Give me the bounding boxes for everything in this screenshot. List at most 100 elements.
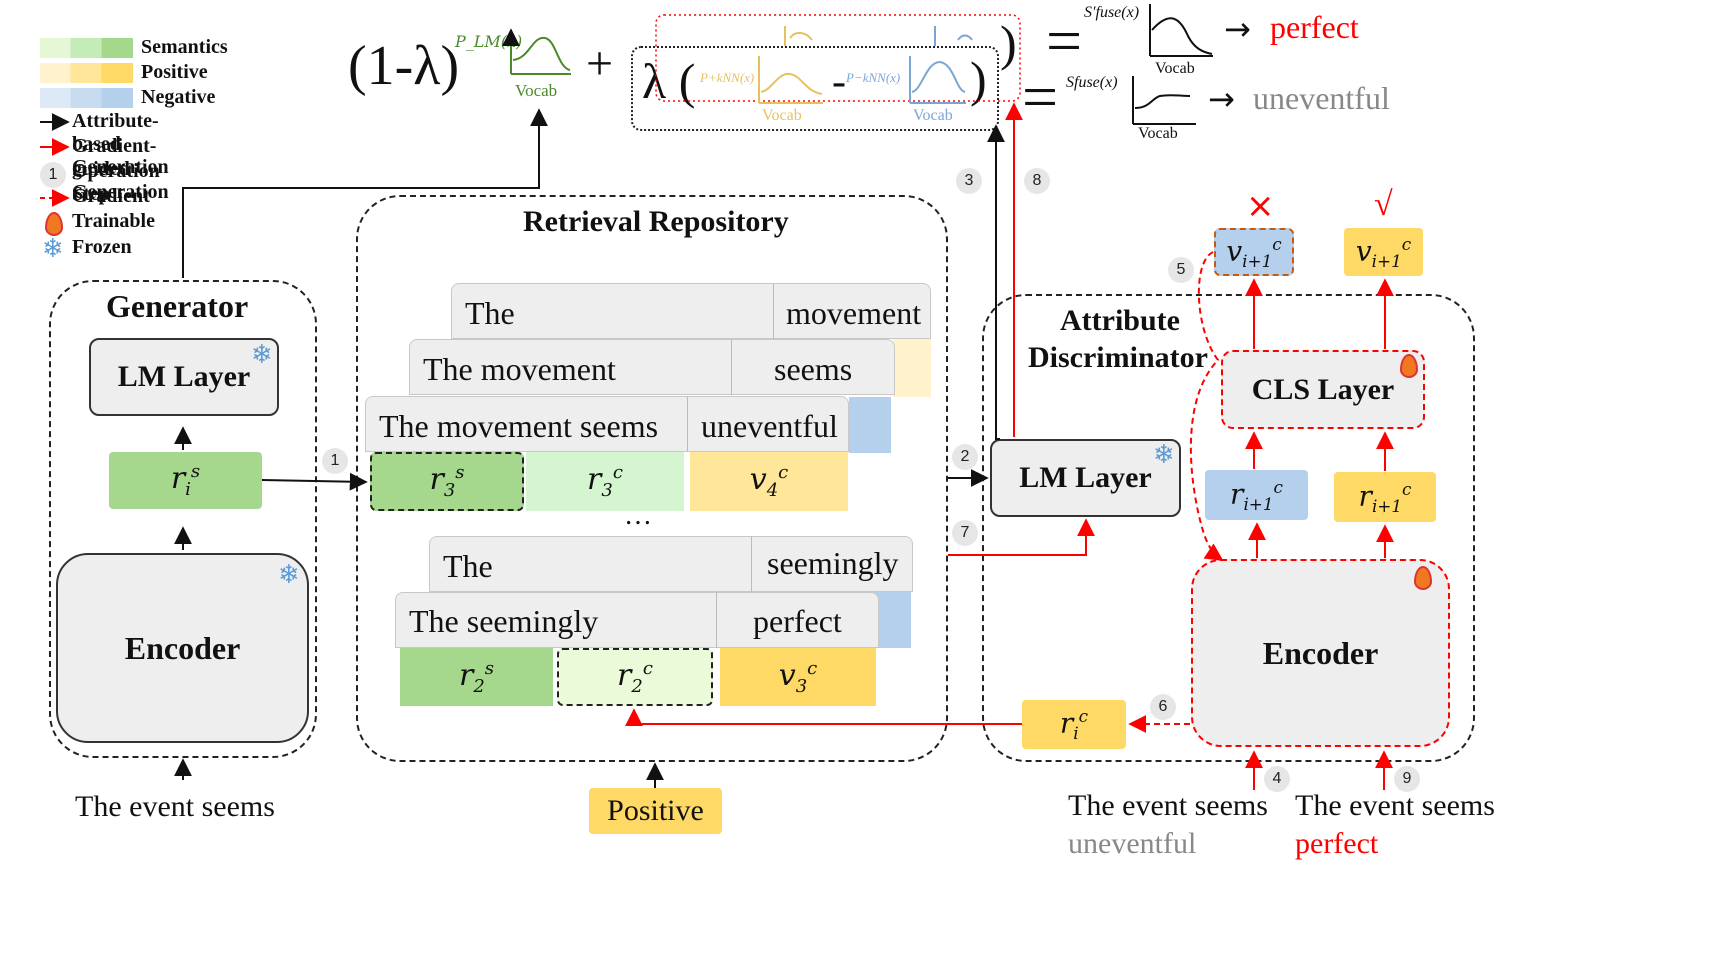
repo-stack2-row1	[429, 536, 913, 592]
pknn-neg-label: P−kNN(x)	[846, 70, 901, 85]
pknn-neg-vocab: Vocab	[913, 107, 953, 124]
repo-stack1-row1-left: The	[465, 295, 515, 331]
legend-positive-label: Positive	[141, 61, 208, 83]
legend-swatch-negative	[40, 88, 133, 108]
repo-stack2-row2-right: perfect	[753, 603, 842, 639]
repo-ellipsis: …	[624, 500, 652, 531]
discriminator-title-line2: Discriminator	[1028, 341, 1208, 374]
repo-stack1-row3-right: uneventful	[701, 408, 838, 444]
repo-stack1-row2-left: The movement	[423, 351, 616, 387]
repo-stack1-row2	[409, 339, 895, 395]
legend-trainable-label: Trainable	[72, 210, 155, 232]
disc-input-left-line1: The event seems	[1068, 789, 1268, 822]
legend-swatch-positive	[40, 63, 133, 83]
legend-attr-gen-label: Attribute-based Generation	[72, 110, 169, 178]
step-4-badge: 4	[1264, 766, 1290, 792]
check-mark: √	[1374, 186, 1393, 223]
minus-sign: -	[832, 59, 846, 105]
generator-encoder: Encoder	[56, 553, 309, 743]
positive-vic1: vi+1c	[1344, 228, 1423, 276]
repo-stack2-row2	[395, 592, 879, 648]
legend-op-step-label: Operation Step	[72, 160, 160, 205]
repo-stack2-row1-right: seemingly	[767, 545, 899, 581]
repo-stack1-row3	[365, 396, 849, 452]
outer-close: )	[1000, 15, 1017, 71]
repo-stack1-row1	[451, 283, 931, 339]
legend-arrows	[40, 113, 70, 207]
pknn-pos-mini-chart	[758, 56, 823, 104]
generator-input-text: The event seems	[75, 790, 275, 823]
arrow-step5-gradient	[1189, 251, 1224, 561]
repo-stack2-r2c: r2c	[557, 648, 713, 706]
legend-negative-label: Negative	[141, 86, 216, 108]
outer-red-dotted-box	[655, 14, 1021, 102]
plm-mini-chart	[502, 28, 571, 75]
step-5-badge: 5	[1168, 257, 1194, 283]
cross-mark: ×	[1246, 186, 1275, 226]
sfuse-bottom-label: Sfuse(x)	[1066, 74, 1118, 91]
generator-ris: ris	[109, 452, 262, 509]
arrow-step1	[261, 472, 368, 491]
positive-attribute-label: Positive	[589, 788, 722, 834]
legend-swatch-semantics	[40, 38, 133, 58]
discriminator-lm-layer: LM Layer	[990, 439, 1181, 517]
legend-semantics-label: Semantics	[141, 36, 228, 58]
step-1-badge: 1	[322, 448, 348, 474]
plus-sign: +	[586, 37, 614, 90]
step-8-badge: 8	[1024, 168, 1050, 194]
discriminator-panel	[982, 294, 1475, 762]
disc-input-right-line2: perfect	[1295, 827, 1379, 860]
arrow-step3	[987, 124, 1005, 440]
equals-bottom: =	[1022, 61, 1059, 132]
generator-lm-layer: LM Layer	[89, 338, 279, 416]
pknn-pos-label: P+kNN(x)	[700, 70, 755, 85]
negative-ric1: ri+1c	[1205, 470, 1308, 520]
discriminator-lm-snowflake-icon: ❄	[1153, 440, 1175, 470]
positive-ric1: ri+1c	[1334, 472, 1436, 522]
pknn-neg-mini-chart	[909, 56, 966, 104]
disc-input-right-line1: The event seems	[1295, 789, 1495, 822]
one-minus-lambda: (1-λ)	[348, 35, 460, 97]
arrow-ric-to-r2c	[625, 708, 1022, 727]
arrow-perfect: →	[1224, 10, 1251, 48]
repo-stack1-r3c: r3c	[526, 452, 684, 511]
step-9-badge: 9	[1394, 766, 1420, 792]
repo-stack1-row2-right: seems	[774, 351, 853, 387]
lambda-open: λ (	[642, 53, 696, 109]
generator-lm-snowflake-icon: ❄	[251, 340, 273, 370]
repo-stack1-row1-right: movement	[786, 295, 922, 331]
lambda-box	[631, 46, 999, 131]
step-6-badge: 6	[1150, 694, 1176, 720]
legend-snowflake-icon: ❄	[42, 234, 64, 264]
result-perfect: perfect	[1270, 9, 1359, 45]
legend-grad-gen-label: Gradient-guided Generation	[72, 135, 169, 203]
legend-step-icon: 1	[40, 162, 66, 188]
repo-stack2-row2-left: The seemingly	[409, 603, 599, 639]
repo-stack2-row1-left: The	[443, 548, 493, 584]
legend-flame-icon	[45, 212, 63, 236]
legend-frozen-label: Frozen	[72, 236, 132, 258]
repo-stack1-r3s: r3s	[370, 452, 524, 511]
repository-title: Retrieval Repository	[523, 205, 789, 238]
arrow-step7	[948, 518, 1095, 556]
sfuse-bottom-vocab: Vocab	[1138, 125, 1178, 142]
generator-panel	[49, 280, 317, 758]
pknn-pos-vocab: Vocab	[762, 107, 802, 124]
sfuse-top-vocab: Vocab	[1155, 60, 1195, 77]
repo-stack1-row3-left: The movement seems	[379, 408, 659, 444]
step-7-badge: 7	[952, 520, 978, 546]
repo-stack1-row2-negative-value	[849, 397, 891, 453]
arrow-generator-to-plm	[182, 108, 548, 278]
sfuse-top-label: S′fuse(x)	[1084, 4, 1140, 21]
discriminator-ric: ric	[1022, 700, 1126, 749]
plm-vocab-label: Vocab	[515, 81, 558, 100]
disc-input-left-line2: uneventful	[1068, 827, 1197, 860]
negative-vic1: vi+1c	[1214, 228, 1294, 276]
sfuse-top-mini-chart	[1149, 4, 1213, 57]
repo-stack2-v3c: v3c	[720, 648, 876, 706]
lambda-close: )	[970, 51, 987, 107]
legend-gradient-label: Gradient	[72, 185, 150, 207]
discriminator-cls-layer: CLS Layer	[1221, 350, 1425, 429]
repo-stack1-row2-divider	[731, 339, 732, 395]
